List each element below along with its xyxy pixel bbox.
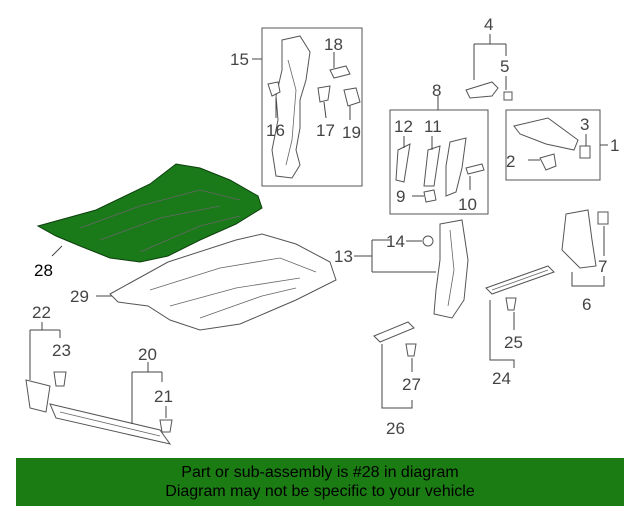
callout-27: 27 [402,375,421,394]
callout-23: 23 [52,341,71,360]
part-15-group-box [261,27,363,187]
part-27-clip [405,343,417,357]
part-21-clip [159,419,173,433]
callout-8: 8 [432,81,441,100]
callout-9: 9 [396,187,405,206]
part-19-handle [343,87,361,107]
part-22-sill-cover [25,379,51,413]
callout-18: 18 [324,35,343,54]
callout-26: 26 [386,419,405,438]
callout-21: 21 [154,387,173,406]
callout-14: 14 [386,232,405,251]
part-13-pillar-trim [433,219,469,319]
callout-20: 20 [138,345,157,364]
callout-1: 1 [610,136,619,155]
callout-16: 16 [266,121,285,140]
part-1-trim-panel [513,117,579,151]
part-16-clip [267,81,281,97]
callout-28: 28 [34,261,53,280]
part-11-pillar [445,137,467,197]
part-8-group-box [389,109,489,215]
part-25-clip [505,297,517,311]
part-18-cover [329,65,351,79]
part-6-quarter-trim [561,209,597,269]
callout-11: 11 [424,117,442,136]
part-9-fastener [423,189,437,203]
callout-15: 15 [230,50,249,69]
callout-12: 12 [394,117,413,136]
callout-25: 25 [504,333,523,352]
banner-line-1: Part or sub-assembly is #28 in diagram [181,464,459,481]
callout-6: 6 [582,295,591,314]
callout-4: 4 [484,15,493,34]
part-11-trim [423,145,441,187]
part-10-handle [465,163,485,175]
part-3-clip [579,145,591,159]
callout-19: 19 [342,123,361,142]
callout-3: 3 [580,115,589,134]
part-2-bracket [539,153,557,171]
part-14-grommet [422,235,434,247]
callout-22: 22 [32,303,51,322]
callout-24: 24 [492,369,511,388]
part-15-pillar-trim [271,35,311,179]
banner-line-2: Diagram may not be specific to your vehi… [165,483,475,500]
info-banner: Part or sub-assembly is #28 in diagram D… [16,458,624,506]
part-4-cover [465,81,499,99]
callout-17: 17 [316,121,335,140]
part-17-bracket [317,85,331,103]
part-7-clip [597,211,609,225]
callout-7: 7 [598,257,607,276]
part-15-trim-detail [285,59,297,166]
callout-13: 13 [334,247,353,266]
part-26-sill-plate [373,321,415,343]
callout-5: 5 [500,57,509,76]
callout-29: 29 [70,287,89,306]
part-28-floor-carpet-highlighted [36,163,263,263]
part-12-strip [395,143,411,183]
callout-10: 10 [458,195,477,214]
callout-2: 2 [506,152,515,171]
part-23-clip [53,371,67,387]
part-5-plug [503,91,513,101]
